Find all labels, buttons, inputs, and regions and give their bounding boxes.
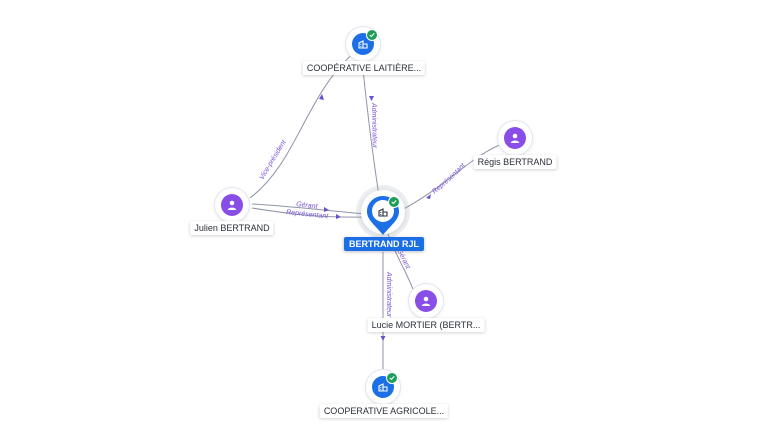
node-label-julien-bertrand[interactable]: Julien BERTRAND (190, 221, 274, 235)
edge-arrow (426, 194, 431, 199)
node-label-regis-bertrand[interactable]: Régis BERTRAND (473, 155, 557, 169)
edge-arrow (319, 94, 324, 100)
edge-arrow (380, 336, 386, 341)
node-label-coop-laitiere[interactable]: COOPÉRATIVE LAITIÈRE... (302, 61, 426, 75)
person-icon (415, 290, 437, 312)
verified-check-icon (386, 372, 398, 384)
verified-check-icon (366, 29, 378, 41)
edge-arrow (369, 96, 374, 101)
edge-gerant-julien (251, 203, 367, 215)
person-icon (221, 194, 243, 216)
node-label-lucie-mortier[interactable]: Lucie MORTIER (BERTR... (367, 318, 485, 332)
edge-label-gerant-julien: Gérant (296, 201, 319, 211)
edge-arrow (336, 214, 341, 219)
building-icon (377, 205, 389, 223)
node-label-bertrand-rjl[interactable]: BERTRAND RJL (343, 237, 425, 251)
edge-representant-regis (397, 141, 508, 213)
edge-label-representant-julien: Représentant (286, 209, 330, 220)
edge-label-representant-regis: Représentant (431, 161, 467, 195)
edge-label-administrateur-bottom: Administrateur (385, 271, 392, 318)
edge-label-administrateur-top: Administrateur (370, 102, 378, 149)
edge-arrow (324, 207, 329, 212)
edge-representant-julien (251, 207, 367, 218)
person-icon (504, 127, 526, 149)
verified-check-icon (388, 196, 400, 208)
node-label-coop-agricole[interactable]: COOPERATIVE AGRICOLE... (319, 404, 449, 418)
